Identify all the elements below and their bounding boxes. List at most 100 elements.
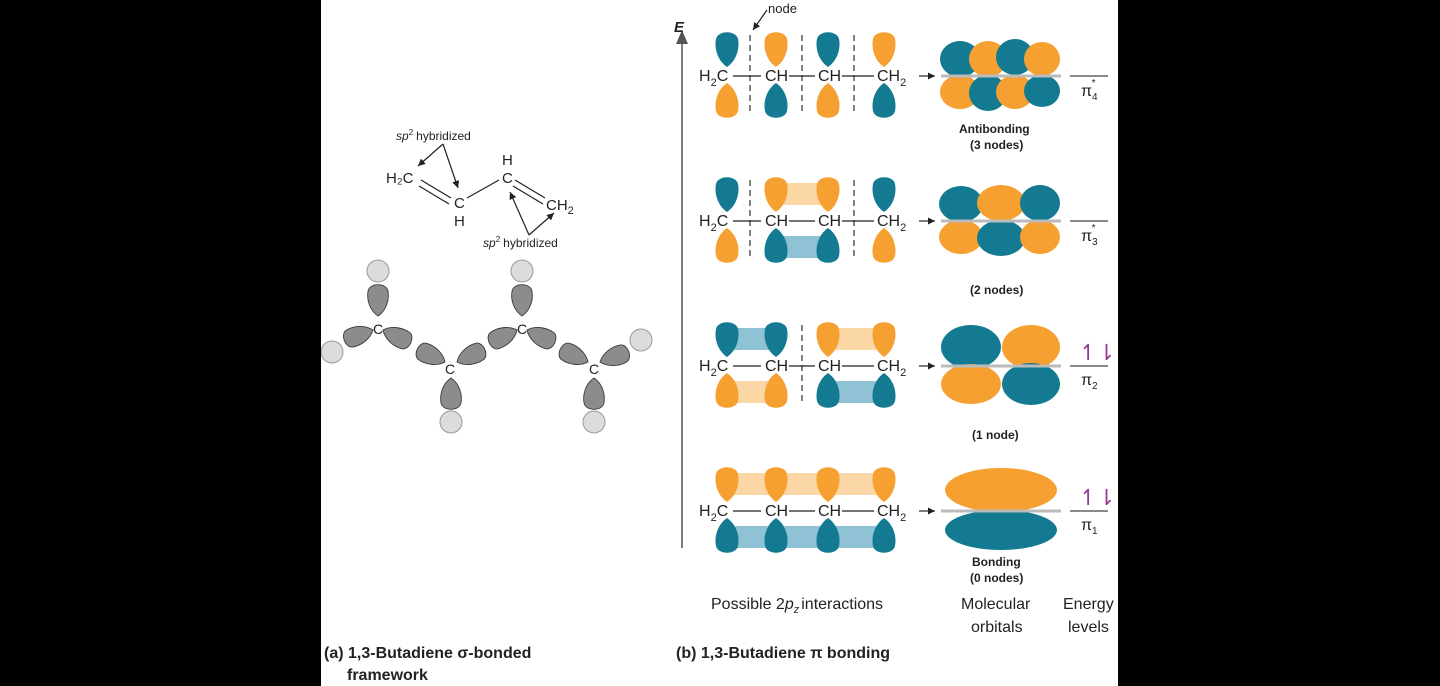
chain-ch: CH [765,213,788,230]
sp2-arrow-bottom-2 [528,212,555,236]
p-lobe [816,518,840,553]
h-orbital-5 [629,328,653,352]
c1-hybrid-right [378,320,416,352]
mo-lobe [1002,363,1060,405]
mo-node-count: (1 node) [972,428,1019,442]
chain-ch: CH [765,68,788,85]
chain-ch: CH [765,503,788,520]
mo-lobe [1002,325,1060,369]
sp2-arrow-top-2 [442,143,460,189]
double-bond-2b [512,185,544,205]
c3-hybrid-up [511,284,533,317]
chain-h2c: H2C [699,358,728,379]
atom-h3: H [502,152,513,169]
mo-lobe [940,41,980,77]
sigma-atom-c4: C [589,361,599,377]
p-lobe [872,373,896,408]
p-lobe [764,518,788,553]
c1-hybrid-up [367,284,389,317]
overlap-band [828,381,884,403]
p-lobe [816,228,840,263]
chain-h2c: H2C [699,68,728,89]
electron-pair: ↿⇂ [1079,486,1116,511]
c2-hybrid-right [452,340,490,372]
p-lobe [715,228,739,263]
level-pi3: H2C CH CH CH2 (2 nodes) π3* [699,177,1108,297]
mo-node-count: (2 nodes) [970,283,1023,297]
chain-h2c: H2C [699,213,728,234]
p-lobe [872,518,896,553]
chain-ch: CH [818,68,841,85]
p-lobe [872,32,896,67]
mo-node-count: (3 nodes) [970,138,1023,152]
column-label-energy-2: levels [1068,619,1109,636]
p-lobe [764,83,788,118]
chain-formula: H2C CH CH CH2 [699,68,906,89]
h-orbital-4 [510,259,534,283]
node-label: node [768,1,797,16]
sp2-arrow-bottom-1 [509,191,530,236]
mo-pi2 [941,325,1061,405]
p-lobe [715,83,739,118]
overlap-band [776,183,828,205]
caption-a-line1: (a) 1,3-Butadiene σ-bonded [324,645,531,662]
level-symbol: π3* [1081,223,1098,248]
c2-hybrid-left [412,340,450,372]
p-lobe [816,373,840,408]
mo-description: Antibonding [959,122,1030,136]
mo-lobe [1020,220,1060,254]
mo-lobe [945,468,1057,512]
c3-hybrid-left [484,320,522,352]
p-lobe [715,322,739,357]
chain-ch: CH [765,358,788,375]
p-lobe [764,467,788,502]
single-bond [466,179,500,199]
mo-lobe [1024,42,1060,76]
atom-c2: C [454,195,465,212]
c4-hybrid-down [583,377,605,410]
overlap-band [727,381,776,403]
c2-hybrid-down [440,377,462,410]
atom-h2c: H₂C [386,170,414,187]
c3-hybrid-right [522,320,560,352]
level-symbol: π1 [1081,517,1098,537]
h-orbital-6 [582,410,606,434]
energy-axis-arrowhead [676,30,688,44]
p-lobe [872,322,896,357]
electron-pair: ↿⇂ [1079,341,1116,366]
overlap-band [727,328,776,350]
mo-lobe [939,220,983,254]
mo-pi3 [939,185,1061,256]
atom-ch2: CH2 [546,197,574,217]
p-lobe [764,32,788,67]
node-label-arrow [752,9,768,31]
p-lobe [764,373,788,408]
overlap-band [727,473,884,495]
mo-lobe [977,185,1025,221]
p-lobe [764,228,788,263]
mo-lobe [1020,185,1060,221]
p-lobe [715,373,739,408]
chain-ch2: CH2 [877,213,906,234]
h-orbital-1 [366,259,390,283]
double-bond-1b [418,185,450,205]
caption-a-line2: framework [347,667,428,684]
p-lobe [715,518,739,553]
p-lobe [816,467,840,502]
p-lobe [715,32,739,67]
overlap-band [727,526,884,548]
energy-axis-label: E [674,19,685,36]
column-label-orbitals-1: Molecular [961,596,1031,613]
h-orbital-2 [321,340,344,364]
mo-lobe [977,220,1025,256]
mo-lobe [996,75,1034,109]
atom-c3: C [502,170,513,187]
caption-b: (b) 1,3-Butadiene π bonding [676,645,890,662]
mo-pi1 [941,468,1061,550]
